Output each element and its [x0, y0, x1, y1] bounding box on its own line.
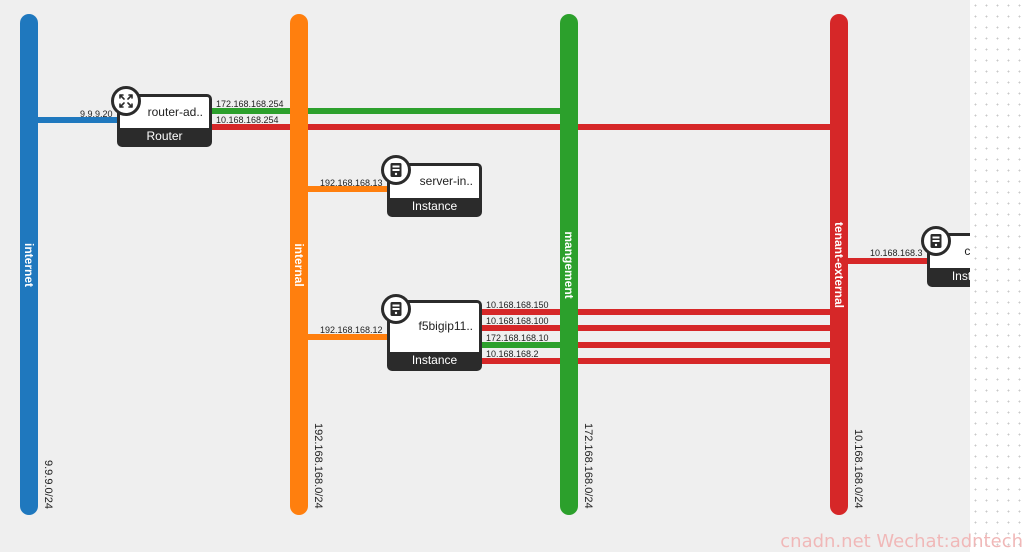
link-f5-management-pass — [570, 342, 840, 348]
node-name: server-in.. — [419, 174, 473, 188]
link-router-internet — [36, 117, 120, 123]
ip-label: 192.168.168.12 — [320, 325, 383, 335]
link-f5-tenant-external-2 — [478, 325, 840, 331]
ip-label: 192.168.168.13 — [320, 178, 383, 188]
link-router-tenant-external — [208, 124, 840, 130]
network-name: internal — [292, 242, 306, 287]
server-icon — [921, 226, 951, 256]
server-icon — [381, 294, 411, 324]
ip-label: 10.168.168.2 — [486, 349, 539, 359]
ip-label: 10.168.168.100 — [486, 316, 549, 326]
network-name: internet — [22, 242, 36, 287]
network-management[interactable]: mangement 172.168.168.0/24 — [560, 14, 594, 515]
link-client-tenant-external — [846, 258, 932, 264]
ip-label: 10.168.168.254 — [216, 115, 279, 125]
node-name: router-ad.. — [147, 105, 203, 119]
network-name: mangement — [562, 230, 576, 299]
link-f5-tenant-external-3 — [478, 358, 840, 364]
network-internal[interactable]: internal 192.168.168.0/24 — [290, 14, 324, 515]
router-icon — [111, 86, 141, 116]
network-cidr: 172.168.168.0/24 — [582, 423, 594, 509]
link-f5-tenant-external-1 — [478, 309, 840, 315]
network-tenant-external[interactable]: tenant-external 10.168.168.0/24 — [830, 14, 864, 515]
server-icon — [381, 155, 411, 185]
ip-label: 10.168.168.150 — [486, 300, 549, 310]
node-name: f5bigip11.. — [418, 319, 474, 333]
network-cidr: 192.168.168.0/24 — [312, 423, 324, 509]
network-cidr: 9.9.9.0/24 — [42, 460, 54, 509]
node-type: Router — [119, 128, 210, 145]
ip-label: 172.168.168.254 — [216, 99, 284, 109]
network-internet[interactable]: internet 9.9.9.0/24 — [20, 14, 54, 515]
link-f5-management — [478, 342, 570, 348]
ip-label: 9.9.9.20 — [80, 109, 113, 119]
f5bigip-node[interactable]: f5bigip11.. Instance — [387, 300, 482, 371]
dotted-background — [970, 0, 1027, 552]
network-name: tenant-external — [832, 221, 846, 308]
link-server-internal — [307, 186, 391, 192]
link-f5-internal — [307, 334, 391, 340]
node-type: Instance — [389, 198, 480, 215]
network-cidr: 10.168.168.0/24 — [852, 429, 864, 509]
ip-label: 172.168.168.10 — [486, 333, 549, 343]
ip-label: 10.168.168.3 — [870, 248, 923, 258]
link-router-management — [208, 108, 570, 114]
node-type: Instance — [389, 352, 480, 369]
watermark: cnadn.net Wechat:adntech — [780, 531, 1023, 552]
